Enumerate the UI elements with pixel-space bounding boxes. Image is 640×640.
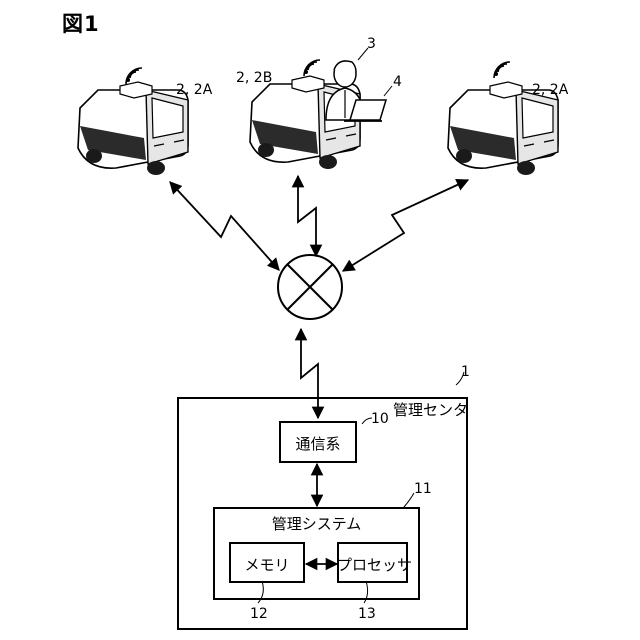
wifi-icon <box>494 62 510 78</box>
memory-label: メモリ <box>229 554 305 575</box>
label-center-ref: 1 <box>461 364 470 380</box>
label-processor-ref: 13 <box>358 606 376 622</box>
label-vehicle-center: 2, 2B <box>236 70 272 86</box>
vehicle-left <box>78 82 188 175</box>
label-memory-ref: 12 <box>250 606 268 622</box>
label-system-ref: 11 <box>414 481 432 497</box>
label-person: 3 <box>367 36 376 52</box>
label-vehicle-right: 2, 2A <box>532 82 568 98</box>
wireless-link-center <box>298 176 316 256</box>
wireless-link-right <box>343 180 468 271</box>
wireless-link-left <box>170 182 279 270</box>
label-laptop: 4 <box>393 74 402 90</box>
wifi-icon <box>304 60 320 76</box>
management-system-label: 管理システム <box>213 513 420 534</box>
label-center-name: 管理センタ <box>393 402 468 418</box>
processor-label: プロセッサ <box>337 554 408 575</box>
label-vehicle-left: 2, 2A <box>176 82 212 98</box>
label-comm-ref: 10 <box>371 411 389 427</box>
wifi-icon <box>126 68 142 84</box>
network-hub-icon <box>278 255 342 319</box>
comm-system-label: 通信系 <box>279 433 357 454</box>
